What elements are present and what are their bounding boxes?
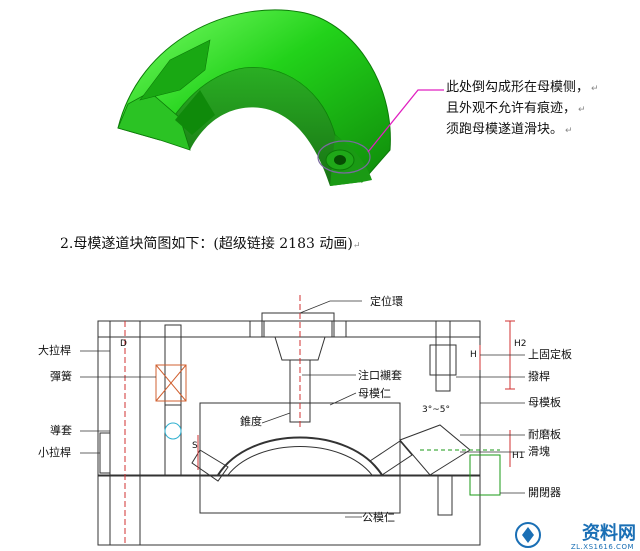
label-cavity-insert: 母模仁	[358, 387, 391, 400]
section-caption: 2.母模遂道块简图如下：(超级链接 2183 动画)↵	[60, 236, 361, 252]
watermark-logo-icon	[515, 522, 541, 548]
undercut-note: 此处倒勾成形在母模侧，↵ 且外观不允许有痕迹，↵ 须跑母模遂道滑块。↵	[446, 80, 599, 137]
label-big-pull-rod: 大拉桿	[38, 344, 71, 357]
label-pull-rod: 撥桿	[528, 370, 550, 383]
note-line-1: 此处倒勾成形在母模侧，	[446, 80, 590, 95]
note-line-2: 且外观不允许有痕迹，	[446, 101, 577, 116]
label-dim-s: S	[192, 441, 198, 451]
note-line-3: 须跑母模遂道滑块。	[446, 122, 564, 137]
label-dim-h: H	[470, 350, 477, 360]
label-core-insert: 公模仁	[362, 511, 395, 524]
label-guide-bush: 導套	[50, 424, 72, 437]
label-cavity-plate: 母模板	[528, 396, 561, 409]
label-sprue-bushing: 注口襯套	[358, 369, 402, 382]
label-spring: 彈簧	[50, 370, 72, 383]
label-small-pull-rod: 小拉桿	[38, 446, 71, 459]
label-slide-block: 滑塊	[528, 445, 550, 458]
label-wear-plate: 耐磨板	[528, 428, 561, 441]
label-draft: 錐度	[240, 415, 262, 428]
label-dim-h2: H2	[514, 339, 527, 349]
part-3d-render	[117, 9, 444, 186]
watermark-text: 资料网	[582, 523, 636, 544]
label-dim-h1: H1	[512, 451, 525, 461]
caption-text: 2.母模遂道块简图如下：(超级链接 2183 动画)	[60, 236, 353, 252]
label-angle: 3°~5°	[422, 405, 450, 415]
label-top-clamp-plate: 上固定板	[528, 348, 572, 361]
watermark-url: ZL.XS1616.COM	[570, 543, 634, 551]
label-locating-ring: 定位環	[370, 295, 403, 308]
label-opening-device: 開閉器	[528, 486, 561, 499]
label-dim-d: D	[120, 339, 127, 349]
mold-diagram	[80, 295, 525, 546]
